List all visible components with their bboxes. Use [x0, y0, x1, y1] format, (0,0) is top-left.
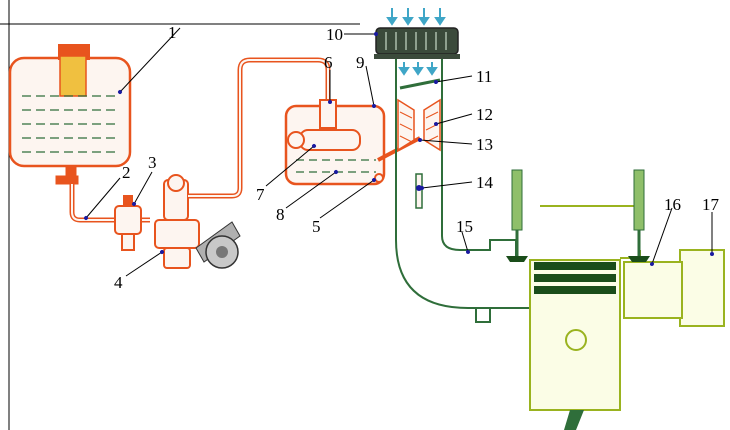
air-arrows-intake [398, 62, 438, 76]
intake-valve [506, 169, 528, 262]
connecting-rod [564, 410, 584, 430]
intake-duct [395, 59, 541, 323]
label-16: 16 [664, 195, 681, 214]
label-1: 1 [168, 23, 177, 42]
leader-lines [84, 27, 714, 277]
air-arrows-top [386, 8, 446, 26]
tank-outlet-valve [55, 165, 79, 185]
air-filter [374, 27, 460, 59]
piston [529, 259, 621, 411]
needle-valve [319, 99, 337, 129]
label-11: 11 [476, 67, 492, 86]
label-17: 17 [702, 195, 720, 214]
fuel-line-inner-2 [188, 59, 329, 197]
label-4: 4 [114, 273, 123, 292]
label-9: 9 [356, 53, 365, 72]
label-15: 15 [456, 217, 473, 236]
label-12: 12 [476, 105, 493, 124]
fuel-line-inner [71, 184, 150, 221]
fuel-level-lines [22, 95, 120, 153]
pump-cam-lever [195, 221, 241, 269]
exhaust-valve [628, 169, 650, 262]
label-3: 3 [148, 153, 157, 172]
number-labels: 1 2 3 4 5 6 7 8 9 10 11 12 13 14 15 16 1… [114, 23, 720, 292]
venturi [397, 98, 441, 152]
main-jet [374, 173, 384, 183]
fuel-filter [114, 195, 142, 251]
label-10: 10 [326, 25, 343, 44]
label-2: 2 [122, 163, 131, 182]
throttle-valve [415, 173, 423, 209]
label-7: 7 [256, 185, 265, 204]
label-5: 5 [312, 217, 321, 236]
choke-valve [399, 78, 441, 90]
fuel-tank [8, 44, 132, 168]
fuel-pump [154, 174, 200, 269]
label-8: 8 [276, 205, 285, 224]
label-14: 14 [476, 173, 494, 192]
float [287, 129, 361, 151]
label-13: 13 [476, 135, 493, 154]
label-6: 6 [324, 53, 333, 72]
